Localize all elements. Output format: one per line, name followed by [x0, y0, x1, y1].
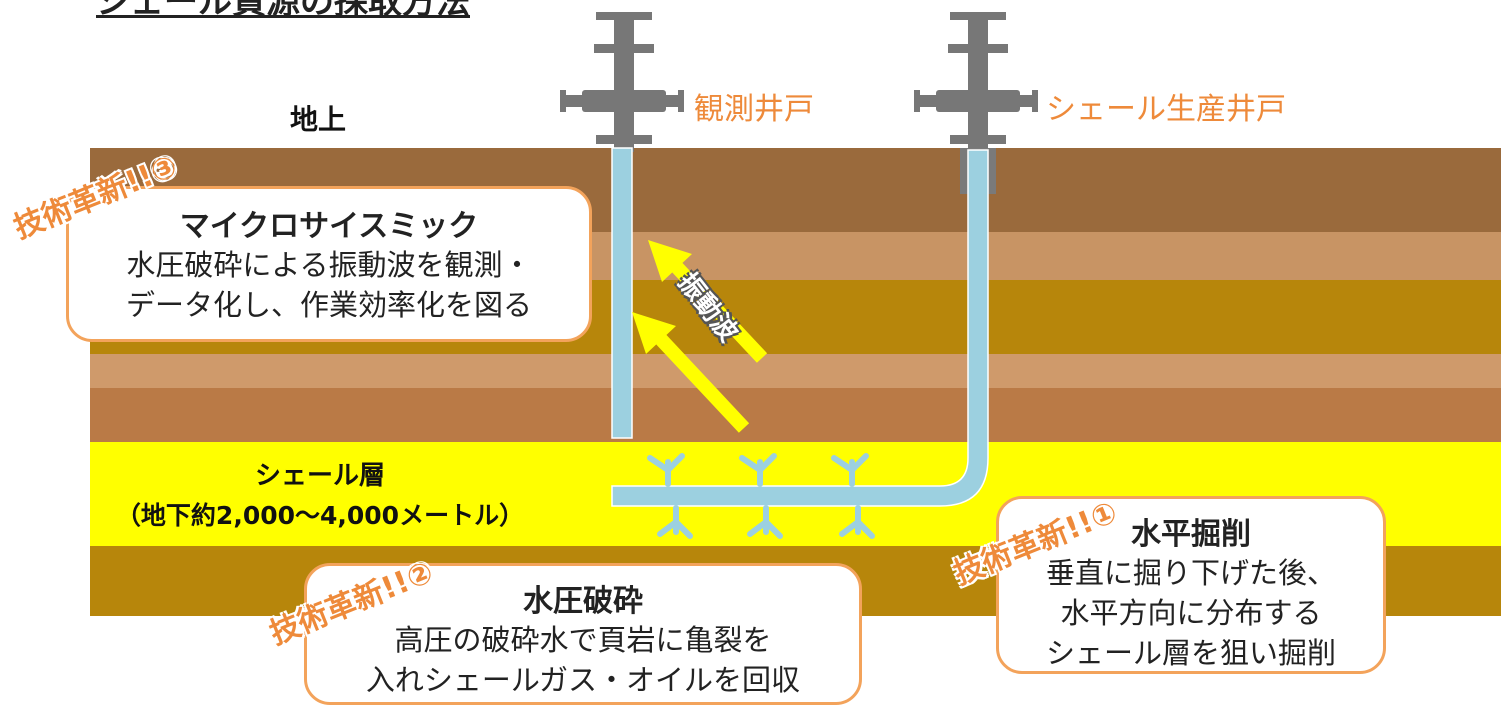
- vibration-arrow-upper-head: [648, 240, 692, 282]
- innovation-text-line: データ化し、作業効率化を図る: [125, 288, 532, 322]
- innovation-box-microseismic: マイクロサイスミック 水圧破砕による振動波を観測・ データ化し、作業効率化を図る: [66, 186, 592, 342]
- shale-layer-label: シェール層 （地下約2,000〜4,000メートル）: [100, 455, 540, 532]
- page-title: シェール資源の採取方法: [96, 0, 470, 22]
- innovation-text-line: 垂直に掘り下げた後、: [1045, 556, 1336, 590]
- innovation-box-horizontal-drilling: 水平掘削 垂直に掘り下げた後、 水平方向に分布する シェール層を狙い掘削: [996, 496, 1386, 674]
- production-well-label: シェール生産井戸: [1046, 92, 1286, 127]
- innovation-text-line: 水圧破砕による振動波を観測・: [126, 248, 532, 282]
- innovation-text-line: 水平方向に分布する: [1060, 596, 1322, 630]
- ground-label: 地上: [290, 103, 347, 136]
- stratum-light-2: [90, 354, 1501, 388]
- production-wellhead: [914, 12, 1038, 194]
- observation-well-label: 観測井戸: [694, 92, 814, 127]
- innovation-text-line: 入れシェールガス・オイルを回収: [365, 663, 801, 697]
- vibration-arrow-lower-shaft: [650, 329, 750, 433]
- innovation-heading: 水圧破砕: [523, 584, 643, 619]
- shale-layer-name: シェール層: [254, 461, 385, 491]
- fractures-lower: [657, 505, 875, 539]
- observation-pipe: [611, 147, 633, 439]
- innovation-text-line: 高圧の破砕水で頁岩に亀裂を: [394, 623, 772, 657]
- production-pipe: [611, 149, 989, 507]
- innovation-text-line: シェール層を狙い掘削: [1045, 636, 1336, 670]
- innovation-box-fracturing: 水圧破砕 高圧の破砕水で頁岩に亀裂を 入れシェールガス・オイルを回収: [304, 563, 862, 705]
- innovation-heading: 水平掘削: [1131, 517, 1251, 552]
- fractures-upper: [647, 453, 869, 487]
- innovation-heading: マイクロサイスミック: [179, 209, 479, 244]
- vibration-arrow-lower-head: [632, 312, 676, 354]
- observation-wellhead: [560, 12, 684, 152]
- shale-layer-depth: （地下約2,000〜4,000メートル）: [115, 501, 525, 530]
- stratum-brown-2: [90, 388, 1501, 442]
- vibration-arrow-upper-shaft: [666, 257, 768, 363]
